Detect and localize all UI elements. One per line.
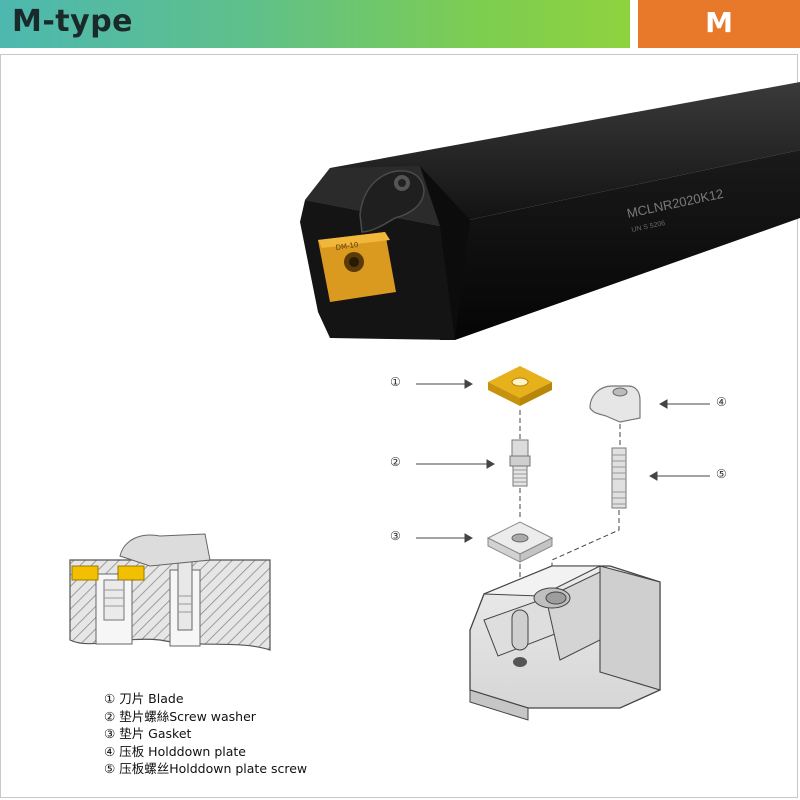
- tool-holder: DM-10 MCLNR2020K12 UN S 5206: [300, 82, 800, 340]
- callout-2: ②: [390, 455, 401, 469]
- callout-3: ③: [390, 529, 401, 543]
- callout-4: ④: [716, 395, 727, 409]
- cross-section: [69, 533, 271, 651]
- legend-item-holddown-screw: ⑤ 压板螺丝Holddown plate screw: [104, 761, 308, 776]
- part-holddown-screw: [611, 447, 627, 509]
- part-screw-washer: [509, 439, 531, 487]
- legend-item-screw-washer: ② 垫片螺絲Screw washer: [104, 708, 256, 724]
- part-blade: [488, 366, 552, 406]
- parts-legend: ① 刀片 Blade ② 垫片螺絲Screw washer ③ 垫片 Gaske…: [104, 690, 307, 778]
- type-badge: M: [638, 0, 800, 48]
- legend-item-gasket: ③ 垫片 Gasket: [104, 726, 192, 741]
- insert-mark: DM-10: [335, 241, 359, 252]
- content-frame: [0, 54, 798, 798]
- part-holddown-plate: [589, 385, 641, 446]
- callout-5: ⑤: [716, 467, 727, 481]
- part-gasket: [486, 521, 554, 563]
- holder-head-block: [469, 565, 661, 721]
- header-bar: M-type: [0, 0, 630, 48]
- legend-item-blade: ① 刀片 Blade: [104, 691, 184, 706]
- type-badge-label: M: [705, 6, 733, 39]
- page-title: M-type: [12, 4, 134, 39]
- callout-1: ①: [390, 375, 401, 389]
- legend-item-holddown-plate: ④ 压板 Holddown plate: [104, 743, 246, 759]
- header: M-type M: [0, 0, 800, 48]
- callout-arrows: [416, 379, 710, 543]
